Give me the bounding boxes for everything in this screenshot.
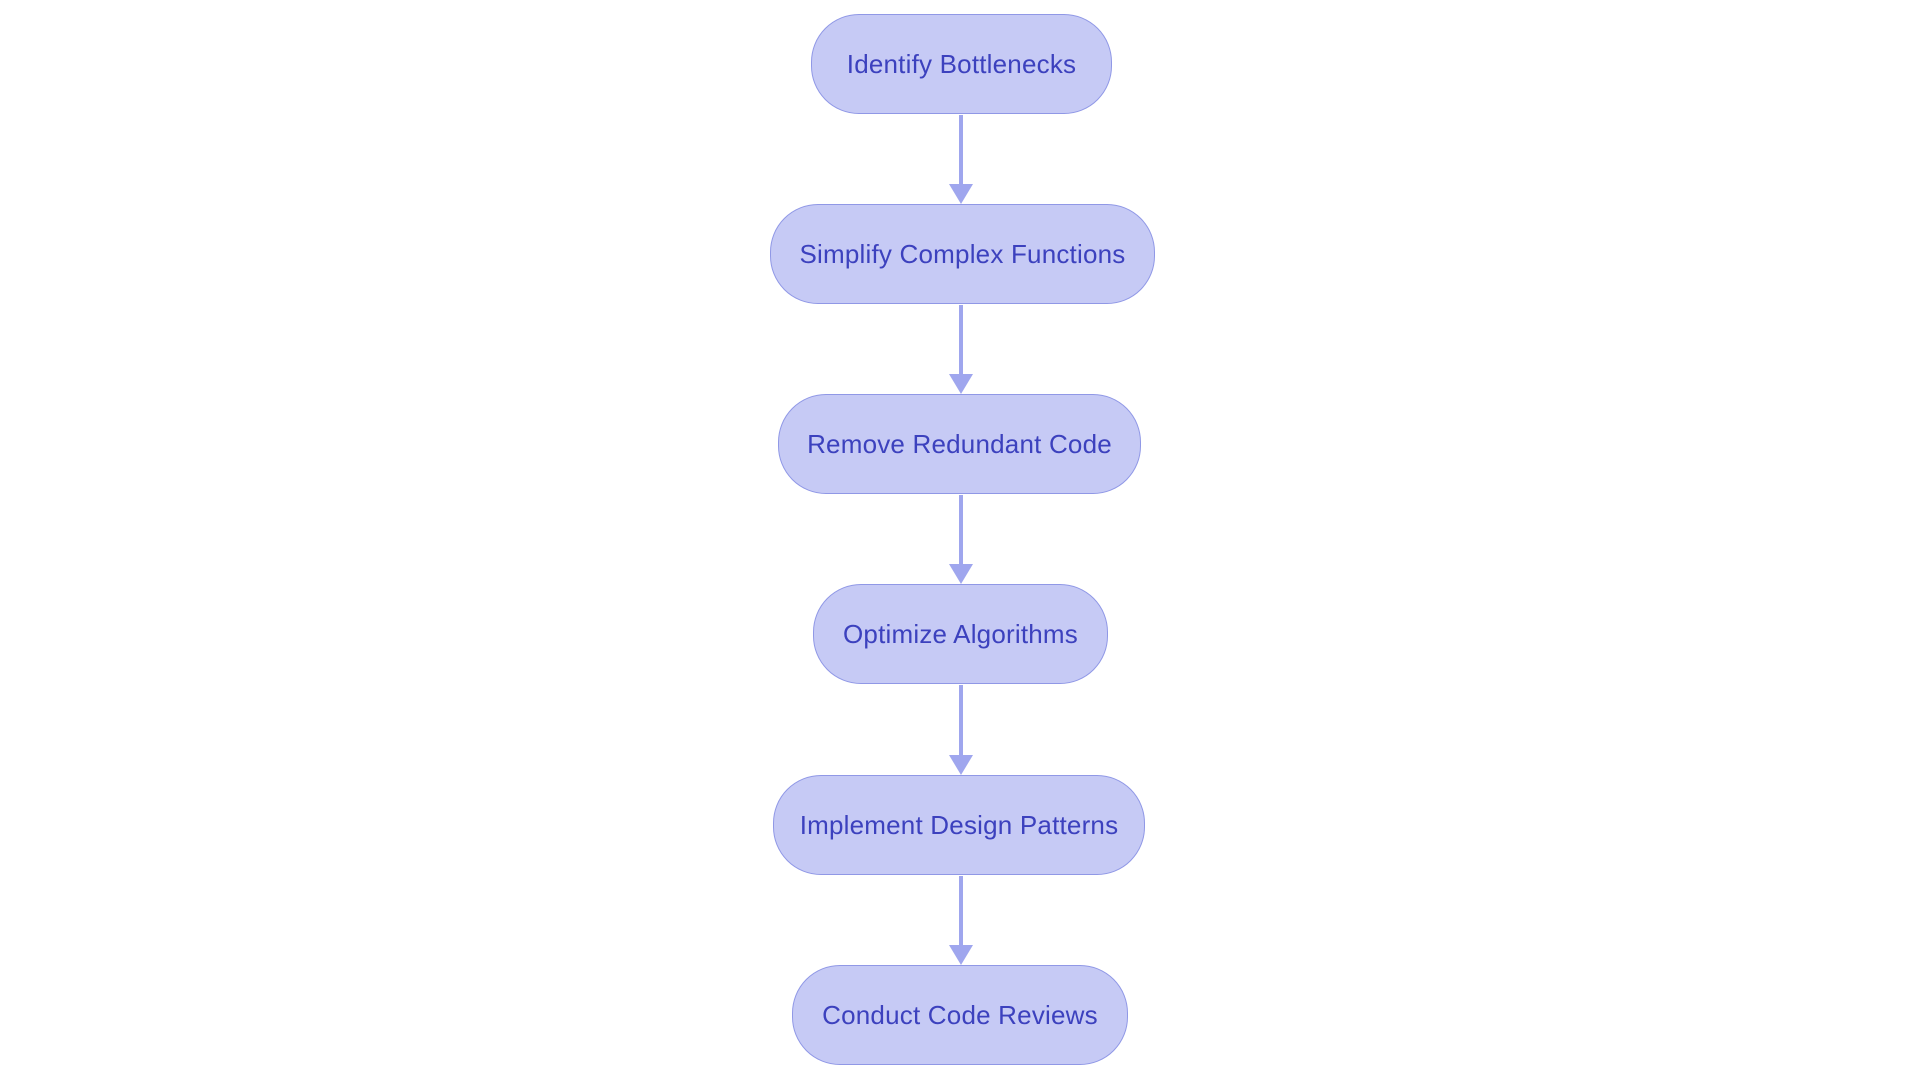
- arrow-line: [959, 495, 963, 564]
- arrow-line: [959, 115, 963, 184]
- arrow-n1-n2: [949, 115, 973, 204]
- node-conduct-code-reviews: Conduct Code Reviews: [792, 965, 1128, 1065]
- arrow-head-icon: [949, 755, 973, 775]
- arrow-line: [959, 876, 963, 945]
- arrow-head-icon: [949, 564, 973, 584]
- node-identify-bottlenecks: Identify Bottlenecks: [811, 14, 1112, 114]
- node-simplify-complex-functions: Simplify Complex Functions: [770, 204, 1155, 304]
- arrow-n3-n4: [949, 495, 973, 584]
- arrow-n5-n6: [949, 876, 973, 965]
- node-optimize-algorithms: Optimize Algorithms: [813, 584, 1108, 684]
- arrow-line: [959, 305, 963, 374]
- arrow-n2-n3: [949, 305, 973, 394]
- arrow-head-icon: [949, 945, 973, 965]
- arrow-line: [959, 685, 963, 755]
- arrow-n4-n5: [949, 685, 973, 775]
- node-remove-redundant-code: Remove Redundant Code: [778, 394, 1141, 494]
- arrow-head-icon: [949, 374, 973, 394]
- arrow-head-icon: [949, 184, 973, 204]
- node-implement-design-patterns: Implement Design Patterns: [773, 775, 1145, 875]
